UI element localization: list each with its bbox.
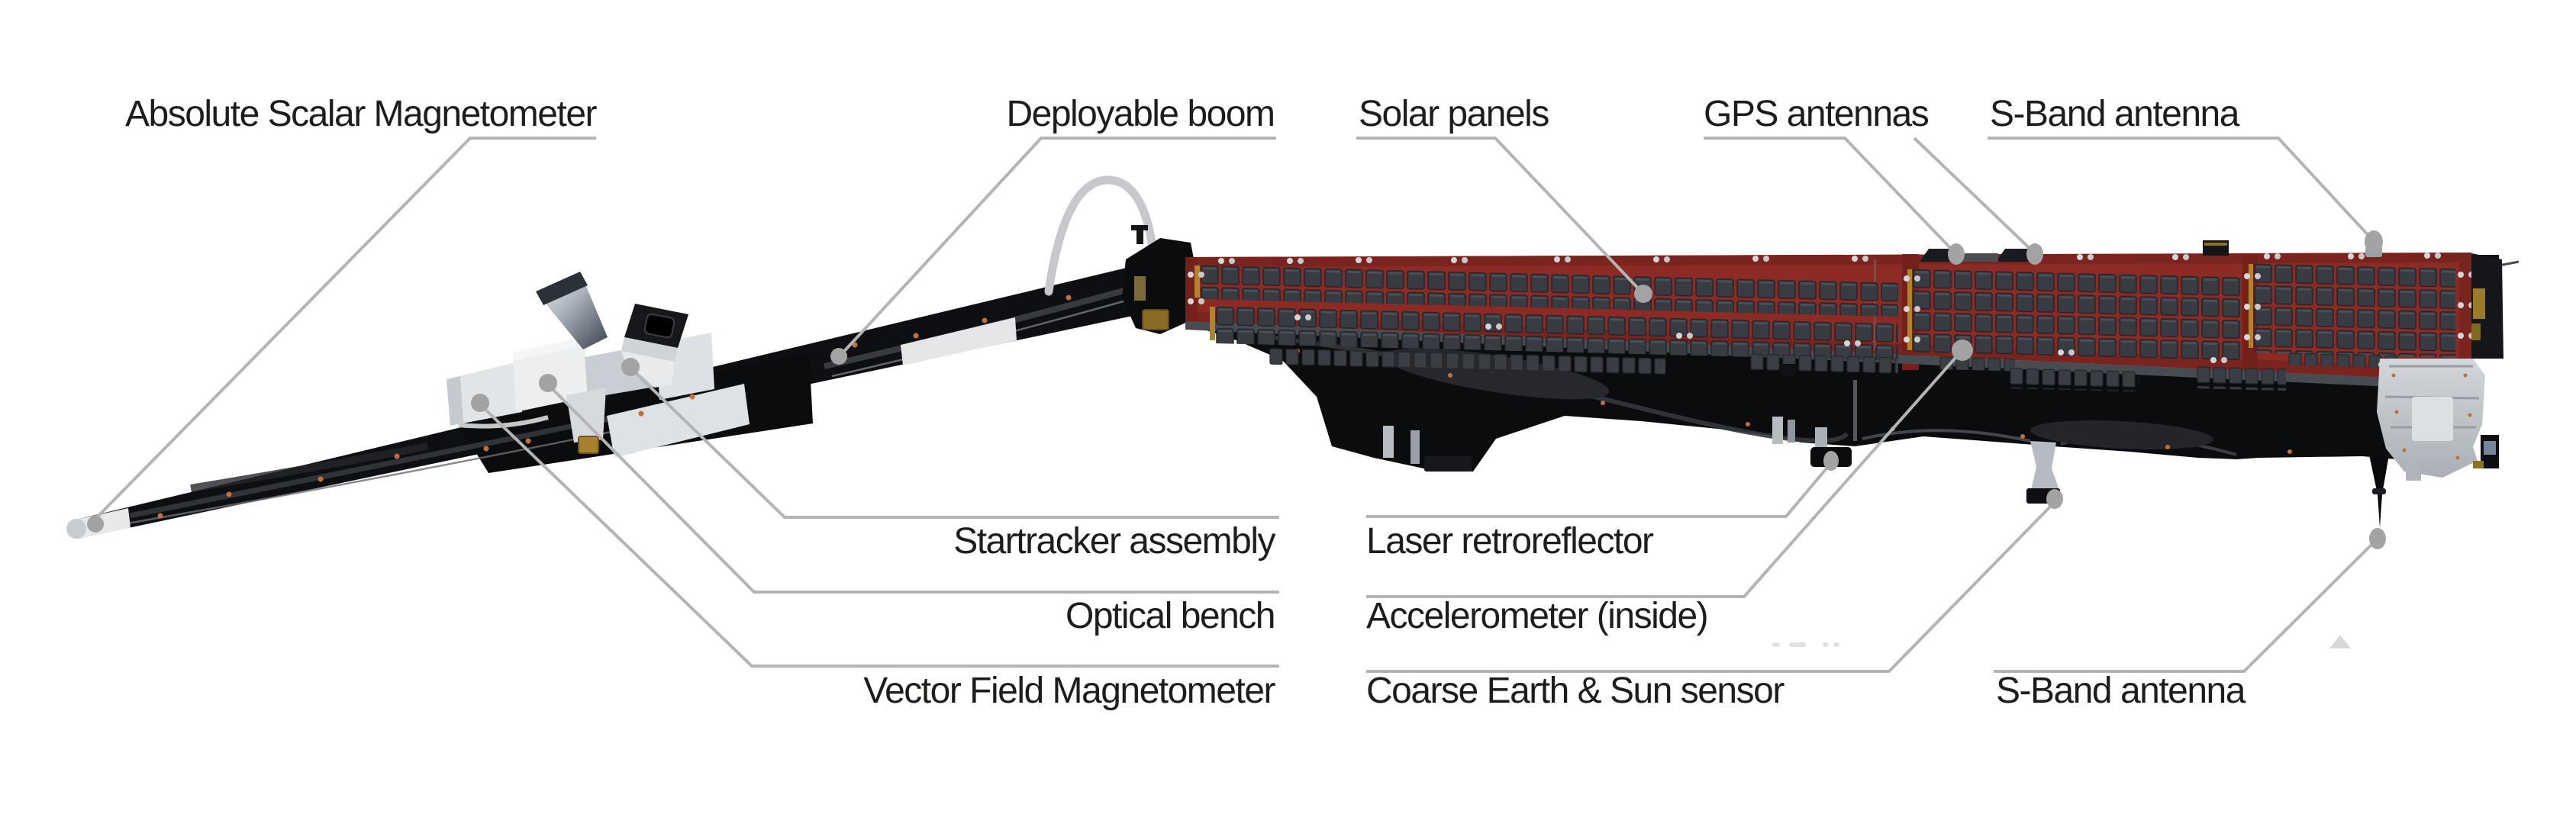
vfm-housing-endface — [447, 376, 463, 426]
label-solar-panels: Solar panels — [1359, 94, 1549, 134]
label-absolute-scalar-magnetometer: Absolute Scalar Magnetometer — [125, 94, 598, 134]
solar-cell-strips — [1195, 262, 2455, 392]
mech-foot — [1424, 456, 1472, 472]
label-startracker-assembly: Startracker assembly — [953, 521, 1275, 562]
boom-streak — [190, 443, 428, 492]
bench-mid-box-top — [513, 336, 586, 361]
startracker-aperture — [643, 313, 675, 339]
leader-gps-antennas-2 — [1913, 137, 2036, 255]
dot-gps-antenna-1 — [1948, 243, 1965, 265]
dot-sband-antenna-top — [2365, 230, 2383, 253]
label-vector-field-magnetometer: Vector Field Magnetometer — [863, 671, 1275, 711]
mech-strut — [1411, 430, 1420, 464]
label-sband-antenna-top: S-Band antenna — [1990, 94, 2240, 134]
label-accelerometer: Accelerometer (inside) — [1366, 596, 1707, 636]
satellite-illustration — [66, 175, 2520, 649]
hinge-pin-cap — [1131, 225, 1148, 230]
callout-dots — [87, 230, 2386, 549]
dot-absolute-scalar-magnetometer — [87, 516, 104, 533]
startracker-camera-side — [621, 337, 678, 362]
laser-retro-stem — [1815, 427, 1827, 450]
underside-bracket — [1772, 417, 1783, 444]
aft-rivets — [2391, 373, 2472, 460]
aft-white-panel — [2412, 397, 2453, 441]
boom-hinge — [1044, 175, 1197, 334]
dot-vector-field-magnetometer — [471, 394, 489, 412]
leader-sband-antenna-bottom — [1994, 539, 2377, 673]
label-optical-bench: Optical bench — [1066, 596, 1275, 636]
hull-crease — [1862, 429, 2031, 443]
satellite-body — [1185, 240, 2520, 649]
dot-optical-bench — [539, 374, 557, 392]
label-sband-antenna-bottom: S-Band antenna — [1996, 671, 2246, 711]
leader-optical-bench — [548, 385, 1279, 594]
underside-bracket — [1788, 420, 1795, 443]
magnetometer-boom — [66, 253, 1191, 539]
dot-sband-antenna-bottom — [2369, 528, 2386, 549]
panel-top-margin — [1185, 253, 2471, 267]
aft-gold-patch — [2471, 323, 2481, 340]
dot-gps-antenna-2 — [2026, 243, 2043, 265]
hinge-brass-fitting — [1134, 276, 1146, 301]
leader-absolute-scalar-magnetometer — [94, 137, 596, 520]
label-deployable-boom: Deployable boom — [1006, 94, 1274, 134]
gps-mount-saddle — [1959, 253, 1998, 262]
aft-antenna-pin — [2498, 260, 2520, 267]
boom-grounding-studs — [157, 281, 1133, 519]
leader-lines — [94, 137, 2377, 673]
hinge-cable-loop — [1044, 175, 1158, 296]
top-deck-box-trim — [2204, 243, 2227, 246]
leader-vector-field-magnetometer — [479, 404, 1279, 668]
label-coarse-earth-sun-sensor: Coarse Earth & Sun sensor — [1366, 671, 1785, 711]
shadow-smudges — [1772, 635, 2351, 649]
hinge-gold-connector — [1142, 309, 1169, 330]
dot-startracker-assembly — [621, 358, 640, 376]
bench-lower-bracket — [566, 388, 606, 443]
hull-strut — [1853, 380, 1857, 441]
coarse-sensor-bracket — [2030, 441, 2059, 493]
hinge-pin — [1136, 229, 1143, 244]
mech-strut — [1383, 426, 1394, 458]
aft-strut — [2406, 461, 2421, 481]
dot-laser-retroreflector — [1823, 451, 1839, 471]
dot-coarse-earth-sun-sensor — [2046, 489, 2063, 509]
dot-accelerometer — [1952, 340, 1973, 361]
sband-spike-collar — [2372, 488, 2386, 494]
label-gps-antennas: GPS antennas — [1704, 94, 1929, 134]
leader-laser-retroreflector — [1366, 462, 1832, 518]
leader-coarse-earth-sun-sensor — [1366, 501, 2056, 673]
panel-chip — [1781, 364, 1796, 376]
leader-sband-antenna-top — [1988, 137, 2374, 241]
boom-streak — [114, 423, 650, 527]
leader-startracker-assembly — [630, 368, 1279, 519]
dot-deployable-boom — [830, 348, 847, 365]
leader-solar-panels — [1356, 137, 1644, 295]
boom-tip-cap — [66, 519, 86, 539]
callout-labels: Absolute Scalar Magnetometer Deployable … — [125, 94, 2247, 711]
leader-gps-antennas-1 — [1704, 137, 1957, 255]
startracker-baffle-mouth — [536, 272, 588, 305]
hull-sheen — [2030, 420, 2213, 450]
dot-solar-panels — [1634, 285, 1652, 303]
gold-connector — [578, 436, 599, 454]
aft-gold-hinge — [2473, 461, 2484, 468]
hinge-block — [1122, 238, 1197, 334]
leader-accelerometer — [1366, 349, 1963, 598]
leader-deployable-boom — [837, 137, 1276, 359]
boom-underside-wedge — [607, 384, 750, 458]
label-laser-retroreflector: Laser retroreflector — [1366, 521, 1654, 562]
aft-gold-patch — [2473, 288, 2485, 319]
boom-white-segment — [901, 317, 1017, 365]
panel-right-edge — [2459, 253, 2471, 381]
aft-equipment — [2377, 253, 2503, 481]
aft-blue-box-small — [2484, 441, 2496, 455]
vfm-housing — [447, 362, 522, 426]
